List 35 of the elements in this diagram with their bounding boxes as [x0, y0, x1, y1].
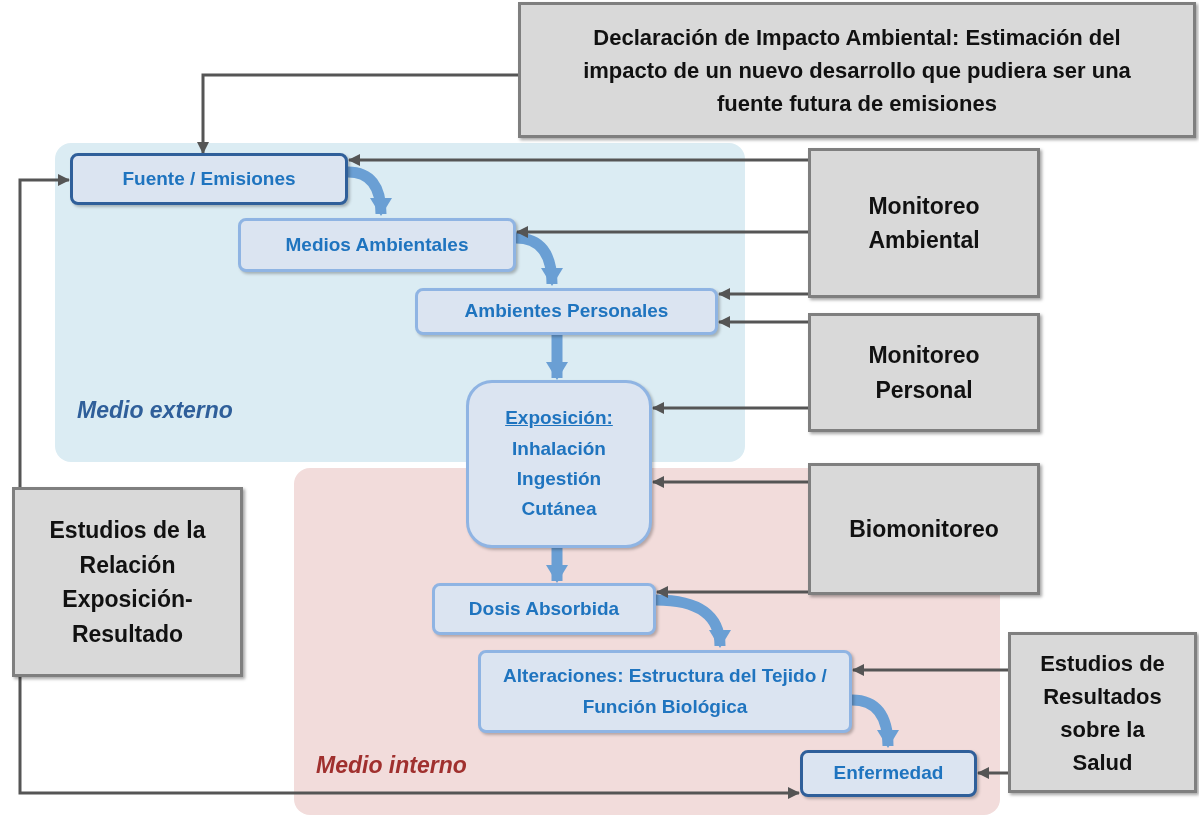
- process-box: Ambientes Personales: [415, 288, 718, 335]
- region-panel: [55, 143, 745, 462]
- arrow: [18, 677, 800, 799]
- process-box: Medios Ambientales: [238, 218, 516, 272]
- arrow: [652, 476, 808, 488]
- process-box: Fuente / Emisiones: [70, 153, 348, 205]
- arrow: [656, 586, 808, 598]
- process-box: Dosis Absorbida: [432, 583, 656, 635]
- arrow: [718, 288, 808, 300]
- arrow: [977, 767, 1008, 779]
- flow-arrow: [655, 594, 730, 648]
- method-box: Biomonitoreo: [808, 463, 1040, 595]
- method-box: Estudios de Resultados sobre la Salud: [1008, 632, 1197, 793]
- flow-arrow: [546, 548, 568, 583]
- arrow: [348, 154, 808, 166]
- arrow: [516, 226, 808, 238]
- arrow: [718, 316, 808, 328]
- arrow: [18, 174, 70, 487]
- process-box: Enfermedad: [800, 750, 977, 797]
- box-heading: Exposición:: [505, 406, 613, 431]
- flow-arrow: [546, 335, 568, 380]
- method-box: Monitoreo Personal: [808, 313, 1040, 432]
- arrow: [852, 664, 1008, 676]
- flow-arrow: [515, 232, 563, 286]
- method-box: Estudios de la Relación Exposición-Resultado: [12, 487, 243, 677]
- region-label: Medio interno: [316, 751, 467, 780]
- arrow: [652, 402, 808, 414]
- method-box: Declaración de Impacto Ambiental: Estimación del impacto de un nuevo desarrollo que pudiera ser una fuente futura de emisiones: [518, 2, 1196, 138]
- exposure-box: [466, 380, 652, 548]
- region-label: Medio externo: [77, 396, 233, 425]
- method-box: Monitoreo Ambiental: [808, 148, 1040, 298]
- flow-arrow: [347, 166, 392, 216]
- arrow: [197, 73, 518, 154]
- box-body: Inhalación Ingestión Cutánea: [511, 436, 607, 522]
- process-box: Alteraciones: Estructura del Tejido / Función Biológica: [478, 650, 852, 733]
